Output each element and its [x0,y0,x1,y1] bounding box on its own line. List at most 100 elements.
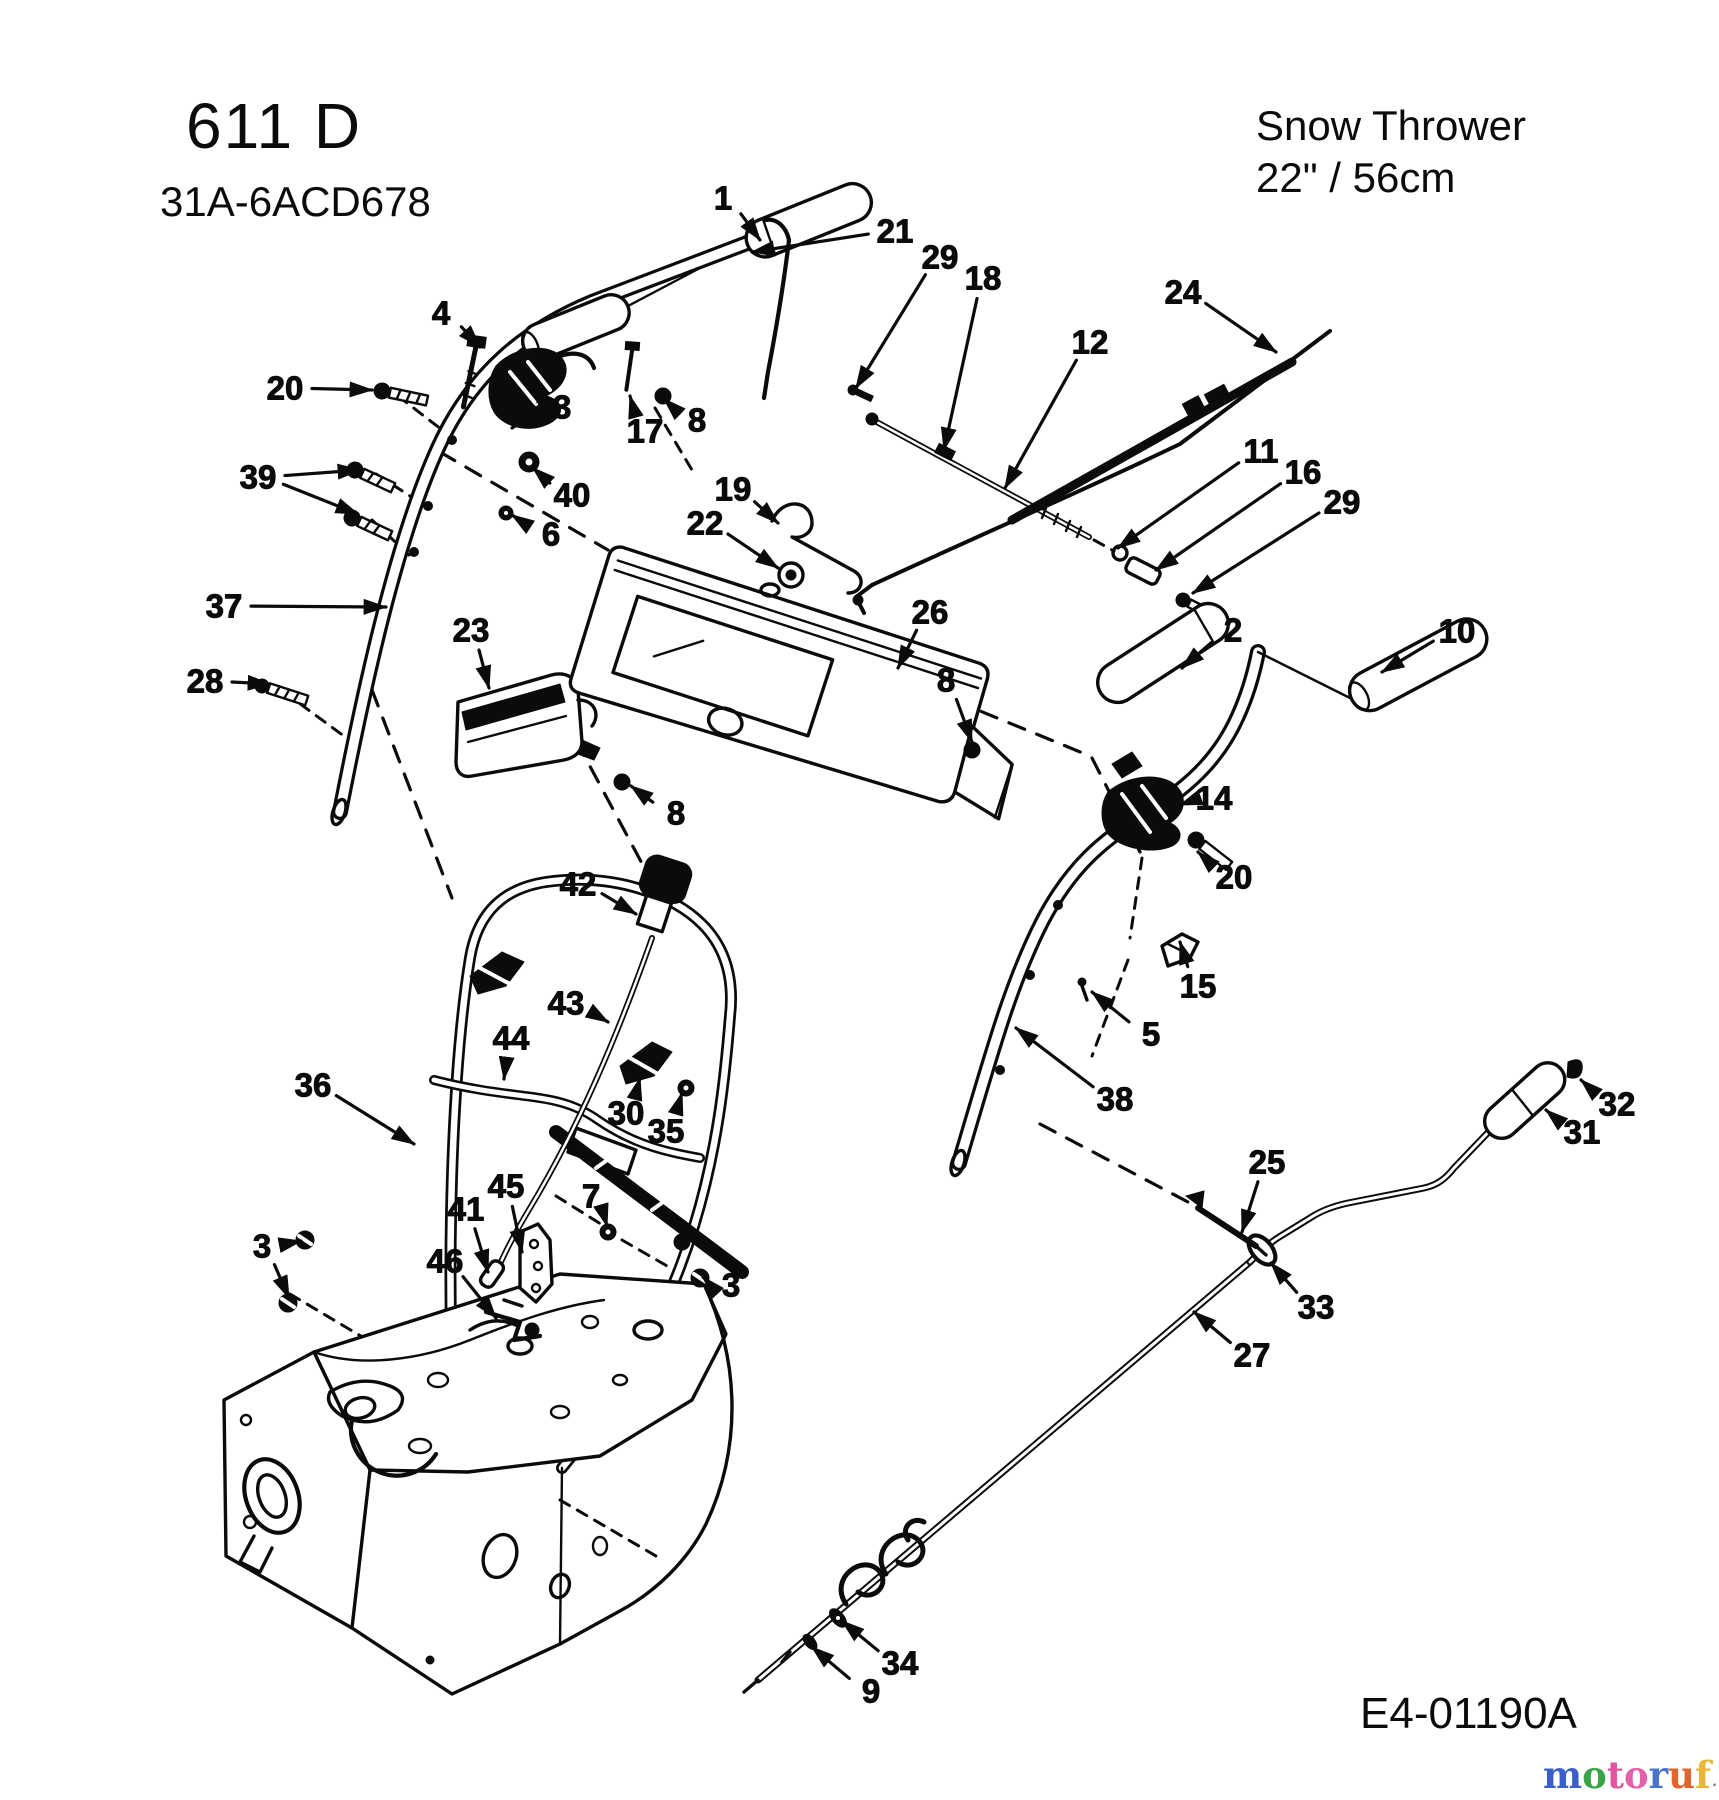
callout-leader-26 [896,628,919,670]
lamp-23 [454,672,601,779]
watermark-logo: motoruf.de [1543,1753,1719,1797]
part-callout-8: 8 [937,662,955,699]
part-callout-21: 21 [877,213,914,250]
part-callout-22: 22 [687,505,724,542]
part-callout-17: 17 [627,413,664,450]
part-callout-43: 43 [548,985,585,1022]
bolt-28 [254,678,310,707]
grip-10 [1347,617,1489,713]
part-callout-1: 1 [714,180,732,217]
part-callout-37: 37 [206,588,243,625]
callout-leader-25 [1240,1180,1260,1234]
crank-grip-31 [1482,1061,1567,1141]
part-callout-10: 10 [1439,613,1476,650]
part-callout-30: 30 [608,1095,645,1132]
lower-frame-36 [429,873,749,1474]
ferrule-16 [1124,556,1162,586]
part-callout-3: 3 [722,1267,740,1304]
left-upper-handle [330,181,874,827]
callout-leader-12 [1003,358,1079,490]
callout-leader-3 [277,1237,303,1254]
part-callout-5: 5 [1142,1016,1160,1053]
callout-leader-28 [230,674,272,691]
chassis [222,1272,734,1696]
part-callout-40: 40 [554,477,591,514]
part-callout-8: 8 [688,402,706,439]
callout-leader-31 [1544,1108,1569,1131]
part-callout-46: 46 [427,1243,464,1280]
product-size: 22" / 56cm [1256,154,1455,201]
callout-leader-39 [283,463,362,480]
callout-leader-32 [1579,1078,1603,1102]
callout-leader-43 [584,1003,610,1024]
callout-leader-3 [701,1275,725,1299]
callout-leader-38 [1014,1026,1095,1089]
control-panel-26 [568,502,1014,821]
callout-leader-24 [1204,301,1278,354]
callout-leader-29 [1191,511,1321,595]
callout-leader-2 [1180,640,1213,670]
nut-8b [963,741,981,759]
callout-leader-23 [475,648,492,690]
callout-leader-6 [510,513,536,535]
part-callout-45: 45 [488,1168,525,1205]
part-callout-42: 42 [560,866,597,903]
part-callout-25: 25 [1249,1144,1286,1181]
part-callout-15: 15 [1180,968,1217,1005]
callout-leader-13 [510,408,536,430]
right-upper-handle [949,601,1489,1178]
part-callout-11: 11 [1244,433,1279,470]
callout-leader-11 [1116,461,1241,550]
part-callout-34: 34 [882,1645,919,1682]
callout-leader-8 [954,697,974,744]
callout-leader-42 [600,892,638,916]
lower-hardware [278,1222,710,1343]
bolt-20-left [373,382,430,407]
callout-leader-34 [840,1619,880,1653]
callout-leader-30 [626,1076,643,1102]
callout-leader-1 [739,212,762,242]
callout-leader-8 [629,784,655,806]
cap-32 [1566,1059,1583,1079]
callout-leader-33 [1269,1261,1299,1294]
part-callout-36: 36 [295,1067,332,1104]
callout-leader-22 [726,532,780,570]
part-callout-16: 16 [1285,454,1322,491]
part-callout-41: 41 [448,1191,485,1228]
part-callout-19: 19 [715,471,752,508]
callout-leader-27 [1192,1310,1232,1345]
part-callout-18: 18 [965,260,1002,297]
part-callout-20: 20 [267,370,304,407]
model-code: 31A-6ACD678 [160,178,431,225]
part-callout-44: 44 [493,1020,530,1057]
part-callout-29: 29 [1324,484,1361,521]
bolt-39a [346,461,397,494]
auger-crank [742,1059,1583,1694]
part-callout-6: 6 [542,516,560,553]
callout-leader-44 [498,1055,515,1081]
part-callout-7: 7 [582,1178,600,1215]
drawing-number: E4-01190A [1360,1689,1578,1738]
part-callout-4: 4 [432,295,451,332]
callout-leader-3 [272,1263,291,1300]
screw-17 [624,341,641,392]
callout-leader-4 [458,325,482,349]
page-title: 611 D [186,90,362,162]
callout-leader-40 [531,466,556,489]
part-callout-27: 27 [1234,1337,1271,1374]
callout-leader-37 [249,598,388,615]
callout-leader-39 [281,482,360,516]
part-callout-29: 29 [922,239,959,276]
part-callout-26: 26 [912,594,949,631]
nut-8c [613,773,631,791]
callout-leader-14 [1178,789,1204,807]
part-callout-38: 38 [1097,1081,1134,1118]
part-callout-3: 3 [253,1228,271,1265]
bolt-39b [343,509,394,542]
part-callout-8: 8 [667,795,685,832]
callout-leader-7 [593,1202,609,1228]
part-callout-12: 12 [1072,324,1109,361]
callout-leader-19 [752,500,780,525]
